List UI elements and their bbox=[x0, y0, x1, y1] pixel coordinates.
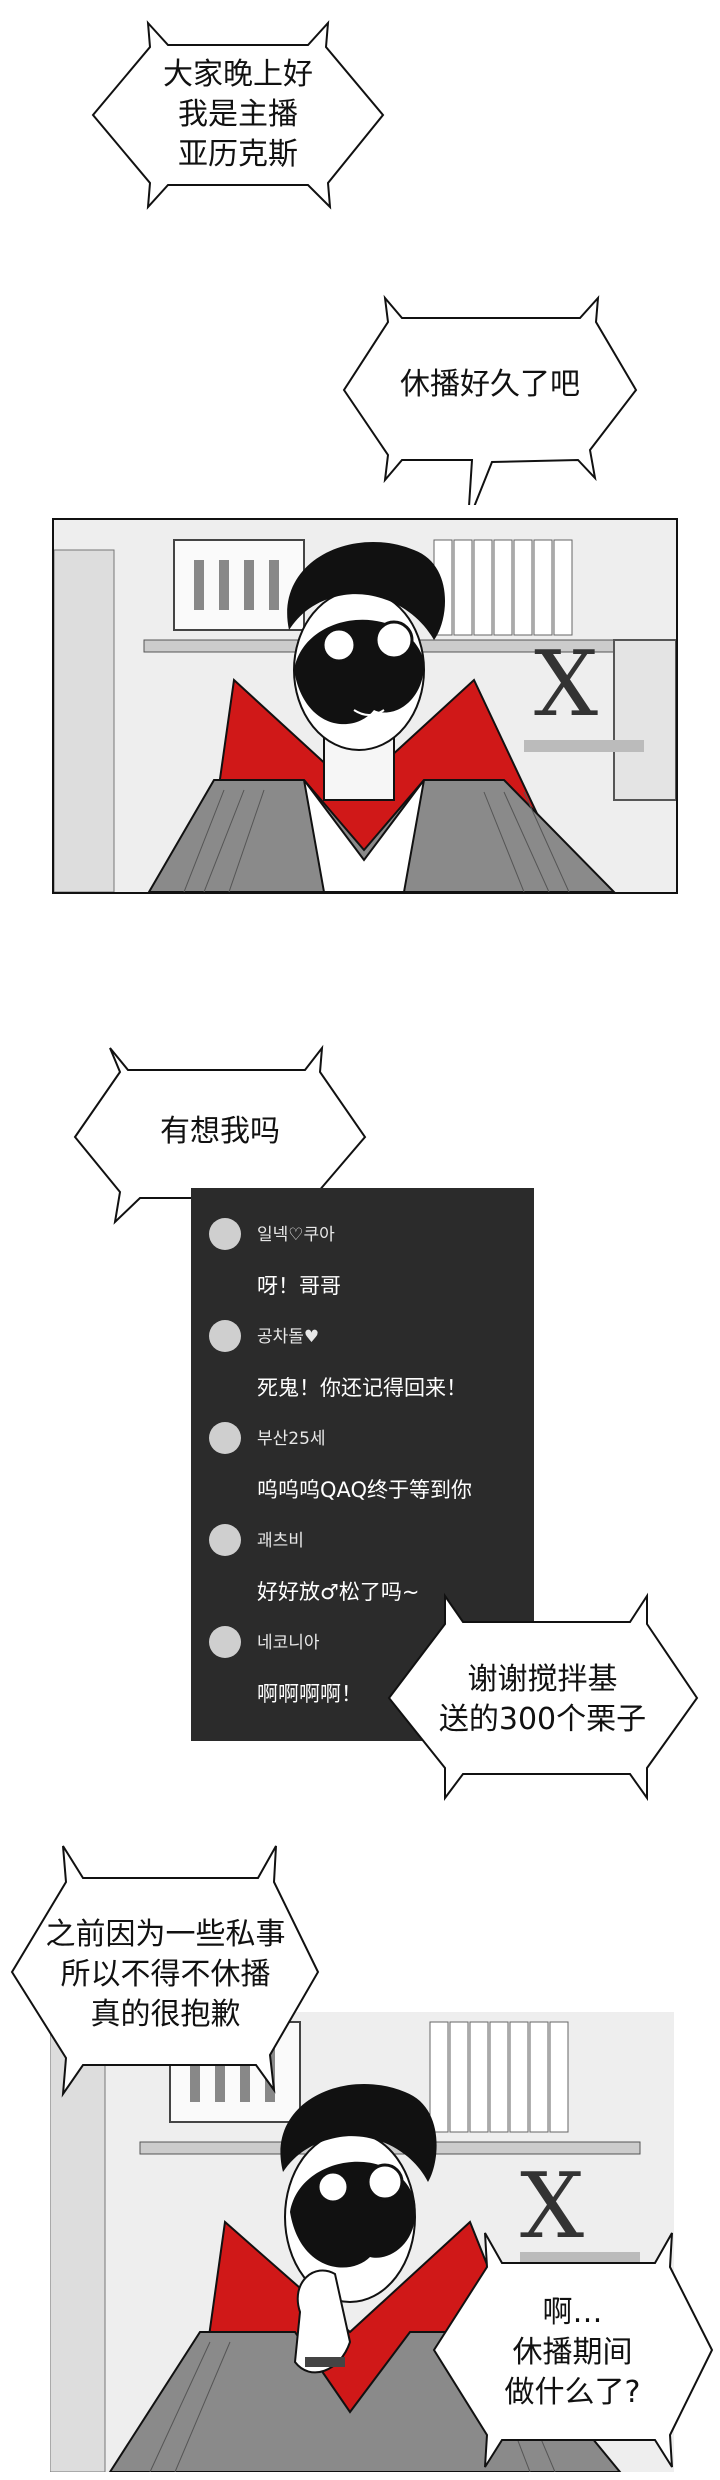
chat-username: 괘츠비 bbox=[257, 1531, 304, 1551]
chat-message: 好好放♂松了吗~ bbox=[257, 1580, 420, 1604]
bubble-line: 送的300个栗子 bbox=[438, 1702, 647, 1737]
comic-panel-streamer-2: X bbox=[50, 2012, 674, 2472]
speech-bubble-what-did-you-do: 啊… 休播期间 做什么了? bbox=[430, 2225, 715, 2475]
speech-bubble-greeting: 大家晚上好 我是主播 亚历克斯 bbox=[88, 15, 388, 215]
chat-message: 死鬼！你还记得回来！ bbox=[257, 1376, 467, 1400]
panel-2-x-letter: X bbox=[520, 2154, 584, 2259]
chat-username: 일넥♡쿠아 bbox=[257, 1225, 335, 1245]
comic-panel-streamer-1: X bbox=[52, 518, 678, 894]
avatar bbox=[209, 1422, 241, 1454]
spiky-bubble-shape bbox=[387, 1592, 699, 1802]
spiky-bubble-shape bbox=[10, 1845, 320, 2098]
avatar bbox=[209, 1218, 241, 1250]
bubble-line: 亚历克斯 bbox=[178, 137, 298, 172]
spiky-bubble-shape bbox=[432, 2232, 714, 2468]
bubble-line: 啊… bbox=[542, 2295, 603, 2330]
bubble-line: 休播好久了吧 bbox=[400, 367, 580, 402]
panel-2-artwork: X bbox=[50, 2012, 674, 2472]
avatar bbox=[209, 1626, 241, 1658]
bubble-text-apology: 之前因为一些私事 所以不得不休播 真的很抱歉 bbox=[8, 1895, 323, 2055]
bubble-line: 谢谢搅拌基 bbox=[467, 1662, 618, 1697]
avatar bbox=[209, 1320, 241, 1352]
speech-bubble-thanks-gift: 谢谢搅拌基 送的300个栗子 bbox=[385, 1590, 700, 1805]
panel-1-artwork: X bbox=[54, 520, 676, 892]
bubble-text-miss-me: 有想我吗 bbox=[70, 1082, 370, 1182]
bubble-line: 做什么了? bbox=[504, 2375, 641, 2410]
bubble-line: 我是主播 bbox=[178, 97, 298, 132]
bubble-line: 有想我吗 bbox=[160, 1114, 280, 1149]
bubble-text-what-did-you-do: 啊… 休播期间 做什么了? bbox=[430, 2273, 715, 2433]
bubble-text-thanks-gift: 谢谢搅拌基 送的300个栗子 bbox=[385, 1630, 700, 1770]
bubble-line: 真的很抱歉 bbox=[90, 1997, 241, 2032]
panel-1-x-letter: X bbox=[534, 632, 598, 737]
bubble-line: 大家晚上好 bbox=[163, 57, 313, 92]
chat-message: 呜呜呜QAQ终于等到你 bbox=[257, 1478, 473, 1502]
live-chat-panel: 일넥♡쿠아 呀！哥哥 공차돌♥ 死鬼！你还记得回来！ 부산25세 呜呜呜QAQ终… bbox=[191, 1188, 534, 1741]
speech-bubble-long-break: 休播好久了吧 bbox=[340, 290, 640, 505]
spiky-bubble-shape bbox=[91, 20, 385, 210]
bubble-text-long-break: 休播好久了吧 bbox=[340, 335, 640, 435]
spiky-bubble-shape bbox=[342, 294, 638, 505]
bubble-line: 所以不得不休播 bbox=[60, 1957, 271, 1992]
chat-username: 네코니아 bbox=[257, 1633, 320, 1653]
bubble-text-greeting: 大家晚上好 我是主播 亚历克斯 bbox=[88, 45, 388, 185]
speech-bubble-miss-me: 有想我吗 bbox=[70, 1042, 370, 1227]
chat-username: 공차돌♥ bbox=[257, 1327, 320, 1347]
bubble-line: 之前因为一些私事 bbox=[45, 1917, 286, 1952]
chat-message: 呀！哥哥 bbox=[257, 1274, 341, 1298]
speech-bubble-apology: 之前因为一些私事 所以不得不休播 真的很抱歉 bbox=[8, 1840, 323, 2100]
chat-username: 부산25세 bbox=[257, 1429, 326, 1449]
avatar bbox=[209, 1524, 241, 1556]
bubble-line: 休播期间 bbox=[512, 2335, 633, 2370]
chat-message: 啊啊啊啊！ bbox=[257, 1682, 362, 1706]
